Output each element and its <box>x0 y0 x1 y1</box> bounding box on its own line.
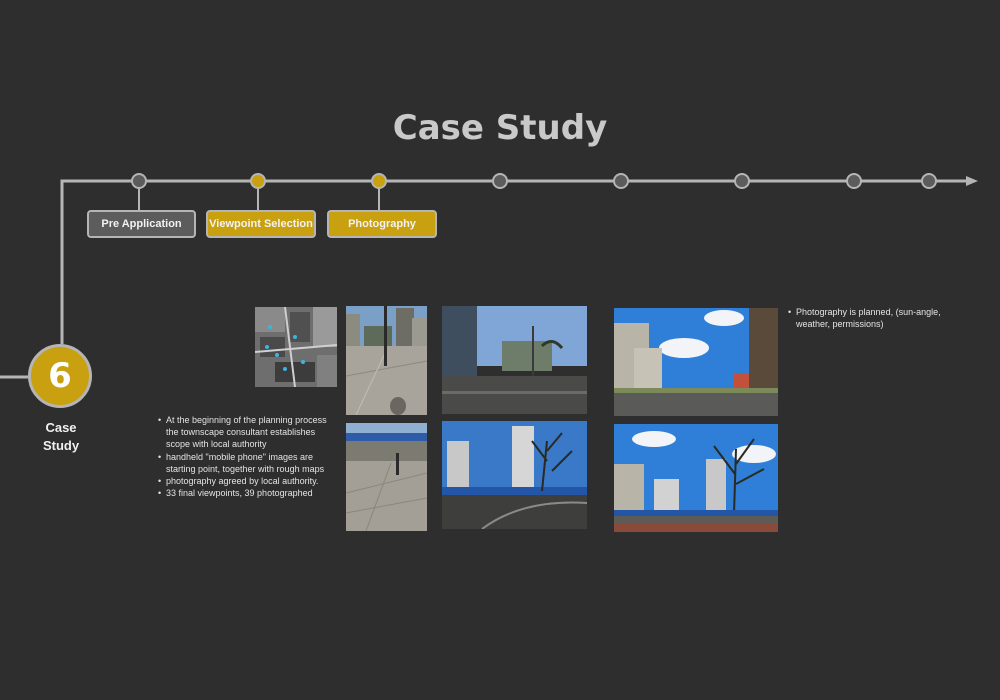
handheld-street-photo-1 <box>346 306 427 415</box>
timeline-arrowhead <box>966 176 978 186</box>
note-item: photography agreed by local authority. <box>158 475 333 487</box>
process-notes: At the beginning of the planning process… <box>158 414 333 500</box>
aerial-map-photo <box>255 307 337 387</box>
street-photo-wide-1 <box>442 306 587 414</box>
handheld-street-photo-2 <box>346 423 427 531</box>
timeline-node-8[interactable] <box>921 173 937 189</box>
timeline-node-7[interactable] <box>846 173 862 189</box>
page-title: Case Study <box>392 108 608 148</box>
note-item: Photography is planned, (sun-angle, weat… <box>788 306 968 330</box>
street-photo-wide-2 <box>442 421 587 529</box>
step-number-badge: 6 <box>28 344 92 408</box>
stage-photography[interactable]: Photography <box>327 210 437 238</box>
timeline-node-2[interactable] <box>250 173 266 189</box>
note-item: handheld "mobile phone" images are start… <box>158 451 333 475</box>
planned-photo-2 <box>614 424 778 532</box>
stage-viewpoint-selection[interactable]: Viewpoint Selection <box>206 210 316 238</box>
timeline-node-6[interactable] <box>734 173 750 189</box>
timeline-node-4[interactable] <box>492 173 508 189</box>
step-label: Case Study <box>30 419 92 455</box>
note-item: 33 final viewpoints, 39 photographed <box>158 487 333 499</box>
photography-note: Photography is planned, (sun-angle, weat… <box>788 306 968 330</box>
step-label-line-2: Study <box>42 438 80 453</box>
stage-pre-application[interactable]: Pre Application <box>87 210 196 238</box>
note-item: At the beginning of the planning process… <box>158 414 333 451</box>
timeline-node-3[interactable] <box>371 173 387 189</box>
planned-photo-1 <box>614 308 778 416</box>
timeline-node-1[interactable] <box>131 173 147 189</box>
step-label-line-1: Case <box>45 420 77 435</box>
timeline-node-5[interactable] <box>613 173 629 189</box>
